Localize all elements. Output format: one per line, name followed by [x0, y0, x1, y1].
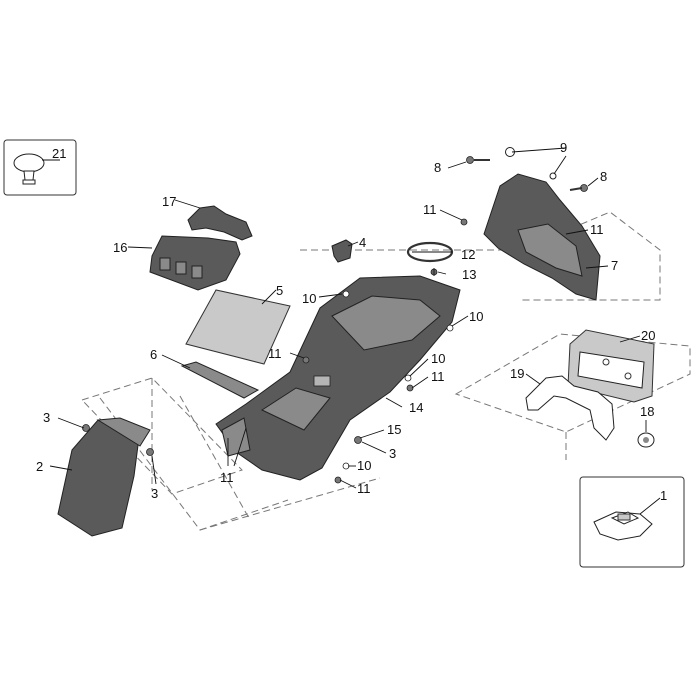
- callout-10-right: 10: [469, 309, 483, 324]
- callout-labels: 21 17 16 5 6 4 12 13 10 10 11 10 11 14 1…: [36, 140, 667, 503]
- callout-21: 21: [52, 146, 66, 161]
- part-20-plate-holder: [567, 329, 655, 403]
- callout-10-mid: 10: [431, 351, 445, 366]
- callout-3-right: 3: [389, 446, 396, 461]
- callout-8-left: 8: [434, 160, 441, 175]
- callout-11-mid: 11: [431, 369, 445, 384]
- leader-lines: [42, 147, 661, 515]
- callout-8-right: 8: [600, 169, 607, 184]
- callout-11-right: 11: [590, 222, 604, 237]
- part-18-grommet: [637, 432, 655, 448]
- callout-15: 15: [387, 422, 401, 437]
- callout-9: 9: [560, 140, 567, 155]
- callout-3-center: 3: [151, 486, 158, 501]
- callout-11-lower: 11: [357, 481, 371, 496]
- part-6-strip: [180, 361, 260, 399]
- part-17-bracket: [187, 205, 253, 241]
- part-13-screw: [430, 268, 438, 276]
- fasteners: [82, 147, 588, 484]
- callout-19: 19: [510, 366, 524, 381]
- callout-11-center: 11: [268, 346, 282, 361]
- callout-20: 20: [641, 328, 655, 343]
- callout-7: 7: [611, 258, 618, 273]
- callout-18: 18: [640, 404, 654, 419]
- callout-10-lower: 10: [357, 458, 371, 473]
- inset-box-part-1: [579, 476, 685, 568]
- callout-11-upper: 11: [423, 202, 437, 217]
- part-14-undertray: [215, 275, 461, 481]
- part-7-tail-bracket: [483, 173, 601, 301]
- callout-13: 13: [462, 267, 476, 282]
- callout-3-left: 3: [43, 410, 50, 425]
- callout-11-left: 11: [220, 470, 234, 485]
- callout-4: 4: [359, 235, 366, 250]
- part-5-cover-sheet: [185, 289, 291, 365]
- callout-2: 2: [36, 459, 43, 474]
- callout-16: 16: [113, 240, 127, 255]
- callout-5: 5: [276, 283, 283, 298]
- part-19-light-bracket: [525, 375, 615, 441]
- part-2-mud-flap: [57, 417, 151, 537]
- callout-1: 1: [660, 488, 667, 503]
- callout-17: 17: [162, 194, 176, 209]
- part-4-clip: [331, 239, 353, 263]
- inset-box-part-21: [3, 139, 77, 196]
- callout-12: 12: [461, 247, 475, 262]
- callout-10-upper: 10: [302, 291, 316, 306]
- callout-6: 6: [150, 347, 157, 362]
- callout-14: 14: [409, 400, 423, 415]
- part-16-mount-plate: [149, 235, 241, 291]
